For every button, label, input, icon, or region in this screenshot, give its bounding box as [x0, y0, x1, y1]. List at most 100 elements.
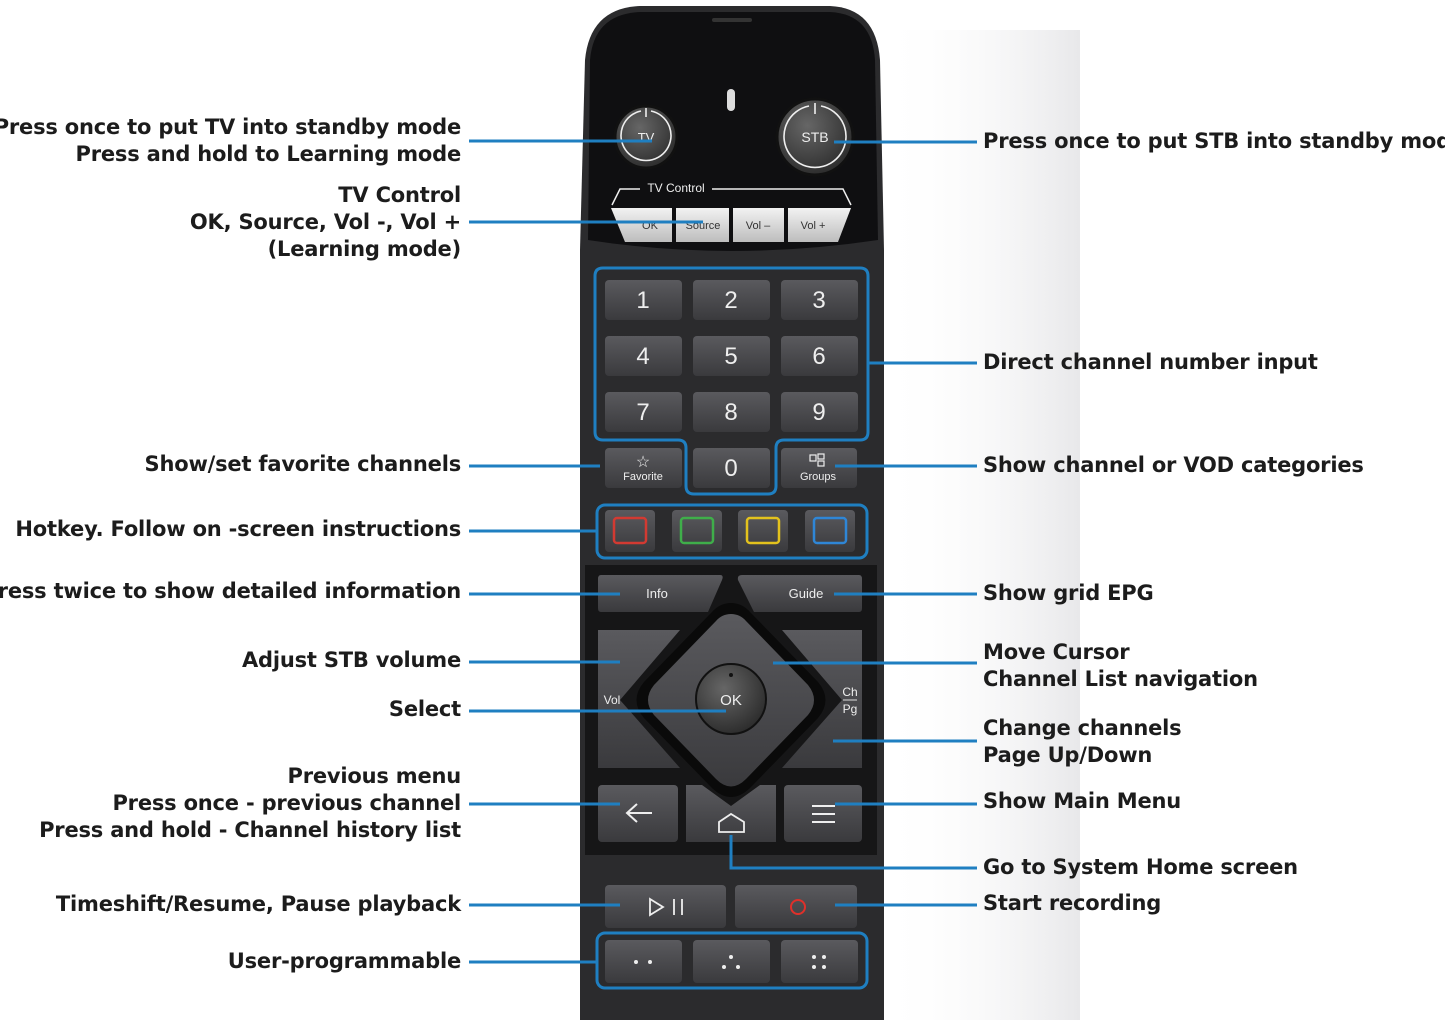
callout-text-line: Timeshift/Resume, Pause playback: [55, 892, 461, 916]
groups-label: Groups: [800, 471, 837, 483]
remote-shadow: [880, 30, 1080, 1020]
digit-button-2[interactable]: [693, 280, 770, 320]
digit-label: 3: [812, 287, 825, 314]
user-button-2[interactable]: [693, 940, 770, 983]
four-dots-icon: [812, 955, 826, 969]
right-callout-label: Show channel or VOD categories: [983, 452, 1364, 479]
callout-text-line: User-programmable: [227, 949, 461, 973]
guide-label: Guide: [789, 586, 824, 601]
hotkey-color-mark: [745, 516, 781, 545]
home-icon: [718, 812, 745, 833]
hotkey-button-3[interactable]: [738, 510, 788, 552]
digit-label: 1: [636, 287, 649, 314]
callout-text-line: Direct channel number input: [983, 350, 1318, 374]
vol-label: Vol: [604, 693, 621, 707]
tv-source-button[interactable]: [676, 208, 729, 242]
digit-button-0[interactable]: [693, 448, 770, 488]
right-callout-label: Press once to put STB into standby mode: [983, 128, 1445, 155]
ch-label: Ch: [842, 685, 857, 699]
left-callout-label: Show/set favorite channels: [144, 451, 462, 478]
hotkey-button-4[interactable]: [805, 510, 855, 552]
stb-power-button[interactable]: STB: [775, 97, 855, 177]
callout-text-line: Press and hold - Channel history list: [39, 818, 461, 842]
right-callout-label: Show grid EPG: [983, 580, 1154, 607]
tv-control-title: TV Control: [647, 181, 704, 195]
ok-dot: [729, 673, 733, 677]
groups-button[interactable]: Groups: [781, 448, 857, 488]
favorite-label: Favorite: [623, 471, 663, 483]
stb-power-label: STB: [801, 129, 828, 145]
left-callout-label: Press twice to show detailed information: [0, 578, 461, 605]
digit-label: 9: [812, 399, 825, 426]
tv-power-button[interactable]: TV: [613, 104, 679, 170]
left-callout-label: Select: [389, 696, 461, 723]
guide-button[interactable]: Guide: [737, 575, 862, 612]
digit-button-4[interactable]: [605, 336, 682, 376]
right-callout-label: Direct channel number input: [983, 349, 1318, 376]
digit-button-8[interactable]: [693, 392, 770, 432]
callout-text-line: (Learning mode): [267, 237, 462, 261]
digit-button-5[interactable]: [693, 336, 770, 376]
tv-power-label: TV: [638, 130, 655, 145]
left-callout-label: User-programmable: [228, 948, 461, 975]
digit-label: 2: [724, 287, 737, 314]
tv-vol-down-button[interactable]: [733, 208, 784, 242]
callout-text-line: Show grid EPG: [983, 581, 1154, 605]
callout-text-line: Show Main Menu: [983, 789, 1181, 813]
callout-text-line: Adjust STB volume: [241, 648, 461, 672]
right-callout-label: Show Main Menu: [983, 788, 1181, 815]
tv-vol-up-label: Vol +: [801, 220, 826, 232]
digit-label: 5: [724, 343, 737, 370]
callout-text-line: Page Up/Down: [983, 743, 1153, 767]
digit-label: 8: [724, 399, 737, 426]
callout-text-line: Select: [388, 697, 461, 721]
tv-ok-button[interactable]: [611, 208, 672, 242]
callout-lines: [469, 139, 977, 964]
digit-button-3[interactable]: [781, 280, 858, 320]
user-button-3[interactable]: [781, 940, 858, 983]
left-callout-label: Hotkey. Follow on -screen instructions: [15, 516, 461, 543]
remote-top-panel: [588, 12, 878, 251]
play-pause-button[interactable]: [605, 885, 726, 928]
led-indicator: [727, 89, 735, 111]
vol-rocker[interactable]: [598, 630, 680, 768]
user-button-1[interactable]: [605, 940, 682, 983]
hotkey-button-1[interactable]: [605, 510, 655, 552]
digit-button-1[interactable]: [605, 280, 682, 320]
record-circle-icon: [790, 899, 806, 915]
digit-button-7[interactable]: [605, 392, 682, 432]
favorite-button[interactable]: ☆ Favorite: [605, 448, 682, 488]
hotkey-color-mark: [812, 516, 848, 545]
arrow-left-icon: [625, 803, 652, 823]
callout-text-line: Press and hold to Learning mode: [75, 142, 462, 166]
callout-text-line: Press once to put TV into standby mode: [0, 115, 461, 139]
callout-text-line: Hotkey. Follow on -screen instructions: [15, 517, 461, 541]
callout-text-line: Channel List navigation: [983, 667, 1258, 691]
info-label: Info: [646, 586, 668, 601]
callout-line: [729, 835, 977, 870]
record-button[interactable]: [735, 885, 857, 928]
hotkey-button-2[interactable]: [672, 510, 722, 552]
info-button[interactable]: Info: [598, 575, 723, 612]
callout-text-line: Previous menu: [287, 764, 462, 788]
tv-vol-up-button[interactable]: [788, 208, 851, 242]
hamburger-icon: [812, 805, 835, 823]
digit-label: 6: [812, 343, 825, 370]
groups-icon: [809, 453, 825, 467]
callout-text-line: Show channel or VOD categories: [983, 453, 1364, 477]
digit-label: 7: [636, 399, 649, 426]
tv-vol-down-label: Vol –: [746, 220, 771, 232]
tv-control-bracket: [611, 188, 852, 206]
ok-button[interactable]: [695, 663, 767, 735]
callout-text-line: Press once to put STB into standby mode: [983, 129, 1445, 153]
digit-label: 4: [636, 343, 649, 370]
callout-text-line: Show/set favorite channels: [144, 452, 462, 476]
digit-button-6[interactable]: [781, 336, 858, 376]
callout-text-line: OK, Source, Vol -, Vol +: [189, 210, 461, 234]
digit-button-9[interactable]: [781, 392, 858, 432]
callout-text-line: Press once - previous channel: [112, 791, 461, 815]
left-callout-label: Adjust STB volume: [242, 647, 461, 674]
